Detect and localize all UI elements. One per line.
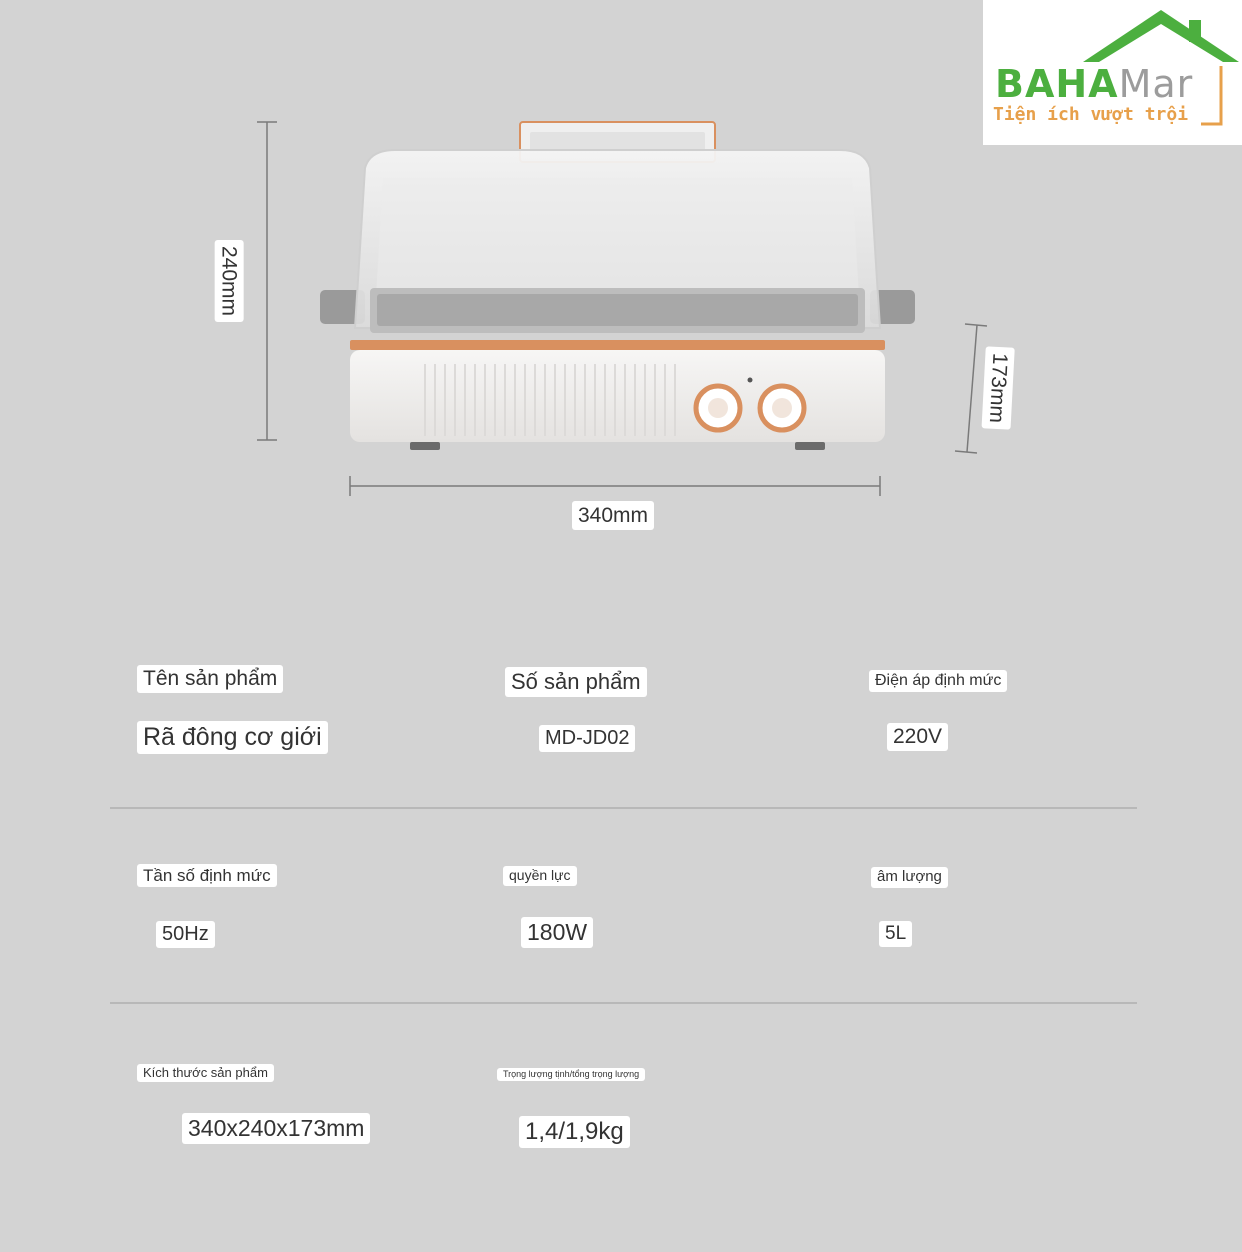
volume-value: 5L	[879, 921, 913, 947]
power-label: quyền lực	[503, 866, 577, 886]
brand-logo: BAHAMar Tiện ích vượt trội	[983, 0, 1242, 145]
depth-dimension-label: 173mm	[981, 346, 1015, 430]
rated-voltage-value: 220V	[887, 723, 949, 752]
width-dimension-label: 340mm	[572, 501, 655, 531]
brand-name-part2: Mar	[1118, 62, 1194, 106]
brand-slogan: Tiện ích vượt trội	[993, 104, 1189, 125]
house-roof-icon	[1083, 10, 1239, 126]
spec-divider-1	[110, 807, 1137, 809]
brand-name: BAHAMar	[995, 62, 1193, 106]
model-number-value: MD-JD02	[539, 725, 636, 752]
power-value: 180W	[521, 917, 594, 948]
product-size-value: 340x240x173mm	[182, 1113, 371, 1144]
defroster-appliance-image	[320, 121, 915, 450]
product-name-value: Rã đông cơ giới	[137, 721, 328, 755]
net-gross-weight-label: Trọng lượng tịnh/tổng trọng lượng	[497, 1068, 646, 1082]
model-number-label: Số sản phẩm	[505, 667, 647, 697]
rated-voltage-label: Điện áp định mức	[869, 670, 1008, 692]
product-name-label: Tên sản phẩm	[137, 665, 284, 694]
product-size-label: Kích thước sản phẩm	[137, 1064, 274, 1083]
spec-divider-2	[110, 1002, 1137, 1004]
rated-frequency-value: 50Hz	[156, 921, 215, 948]
rated-frequency-label: Tần số định mức	[137, 864, 277, 888]
depth-line	[966, 324, 978, 453]
dimension-lines	[257, 121, 988, 496]
brand-name-part1: BAHA	[995, 62, 1119, 106]
volume-label: âm lượng	[871, 867, 948, 888]
net-gross-weight-value: 1,4/1,9kg	[519, 1116, 630, 1148]
height-dimension-label: 240mm	[214, 239, 244, 323]
